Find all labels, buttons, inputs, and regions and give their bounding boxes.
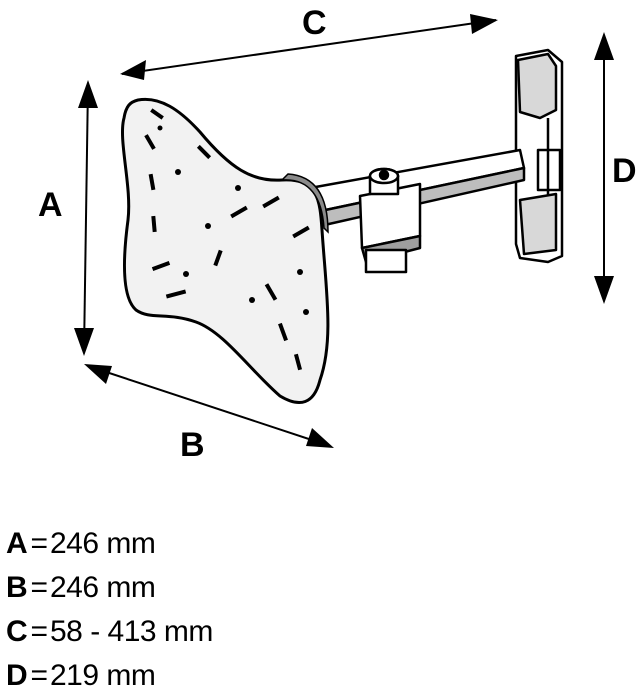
swing-arm <box>308 148 526 274</box>
legend-equals: = <box>30 527 48 560</box>
legend-equals: = <box>30 615 48 648</box>
legend-row-b: B=246 mm <box>6 566 406 610</box>
dimension-legend: A=246 mm B=246 mm C=58 - 413 mm D=219 mm <box>6 522 406 698</box>
legend-equals: = <box>30 571 48 604</box>
tv-mount-diagram: C A B D <box>38 4 637 464</box>
wall-plate <box>514 48 564 264</box>
legend-value: 58 - 413 mm <box>50 615 213 648</box>
vesa-plate <box>120 97 330 405</box>
dimension-arrow-a <box>74 80 98 356</box>
legend-key: A <box>6 527 28 560</box>
dimension-arrow-c <box>120 14 498 80</box>
legend-row-d: D=219 mm <box>6 654 406 698</box>
legend-key: D <box>6 659 28 692</box>
dimension-arrow-b <box>84 364 334 448</box>
dimension-label-b: B <box>180 426 205 464</box>
dimension-label-c: C <box>302 4 327 42</box>
legend-key: C <box>6 615 28 648</box>
legend-row-c: C=58 - 413 mm <box>6 610 406 654</box>
legend-value: 219 mm <box>50 659 156 692</box>
dimension-arrow-d <box>594 32 614 304</box>
legend-value: 246 mm <box>50 527 156 560</box>
legend-equals: = <box>30 659 48 692</box>
legend-value: 246 mm <box>50 571 156 604</box>
legend-key: B <box>6 571 28 604</box>
dimension-label-a: A <box>38 186 63 224</box>
legend-row-a: A=246 mm <box>6 522 406 566</box>
dimension-label-d: D <box>612 152 637 190</box>
